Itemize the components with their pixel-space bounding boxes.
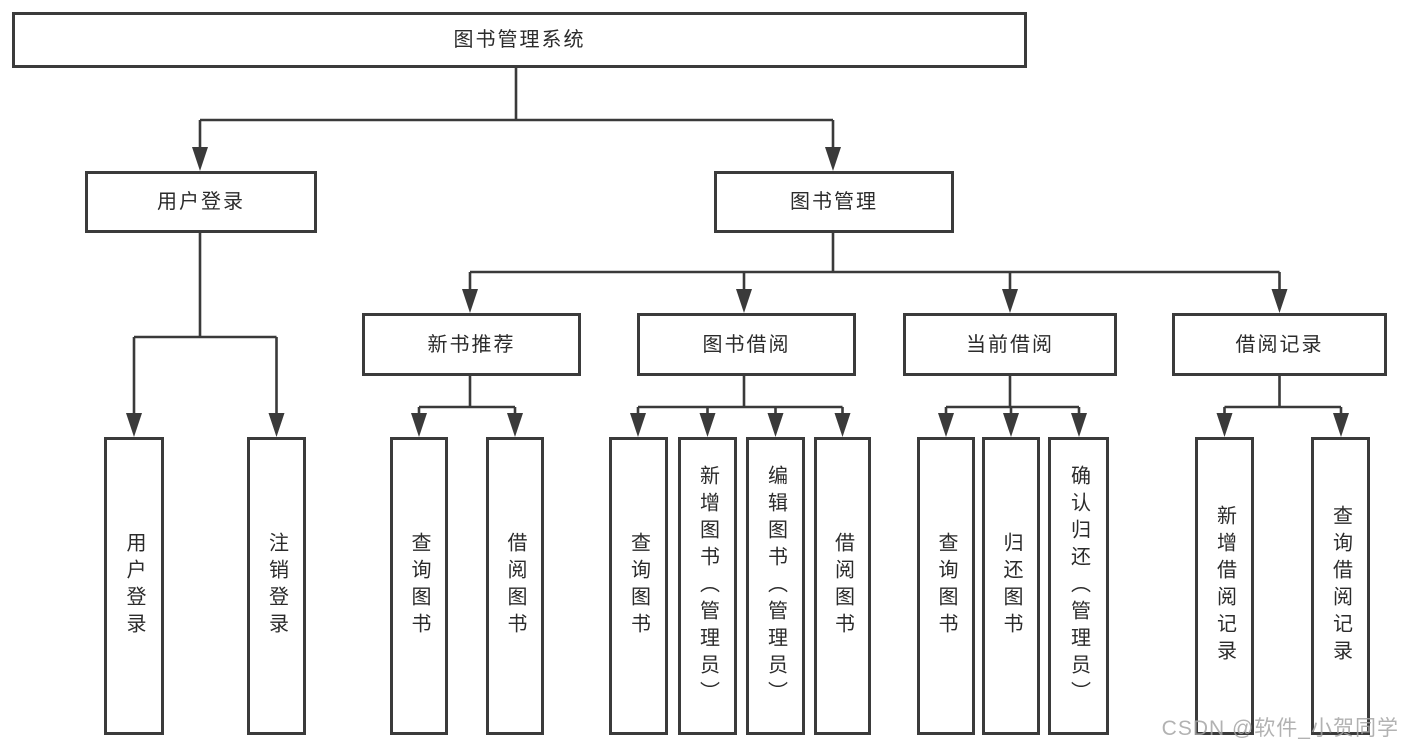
leaf-query-borrow-record: 查询借阅记录 [1311,437,1370,735]
node-book-borrowing: 图书借阅 [637,313,856,376]
leaf-query-books-current: 查询图书 [917,437,975,735]
leaf-borrow-books-borrowing: 借阅图书 [814,437,871,735]
node-book-management: 图书管理 [714,171,954,233]
node-library-system: 图书管理系统 [12,12,1027,68]
leaf-add-book-admin: 新增图书（管理员） [678,437,737,735]
leaf-edit-book-admin: 编辑图书（管理员） [746,437,805,735]
node-user-login: 用户登录 [85,171,317,233]
leaf-borrow-books-recommend: 借阅图书 [486,437,544,735]
leaf-logout: 注销登录 [247,437,306,735]
node-new-book-recommend: 新书推荐 [362,313,581,376]
leaf-confirm-return-admin: 确认归还（管理员） [1048,437,1109,735]
leaf-user-login: 用户登录 [104,437,164,735]
node-borrowing-records: 借阅记录 [1172,313,1387,376]
leaf-query-books-recommend: 查询图书 [390,437,448,735]
leaf-return-books: 归还图书 [982,437,1040,735]
csdn-watermark: CSDN @软件_小贺同学 [1161,717,1399,740]
leaf-query-books-borrowing: 查询图书 [609,437,668,735]
leaf-add-borrow-record: 新增借阅记录 [1195,437,1254,735]
node-current-borrowing: 当前借阅 [903,313,1117,376]
